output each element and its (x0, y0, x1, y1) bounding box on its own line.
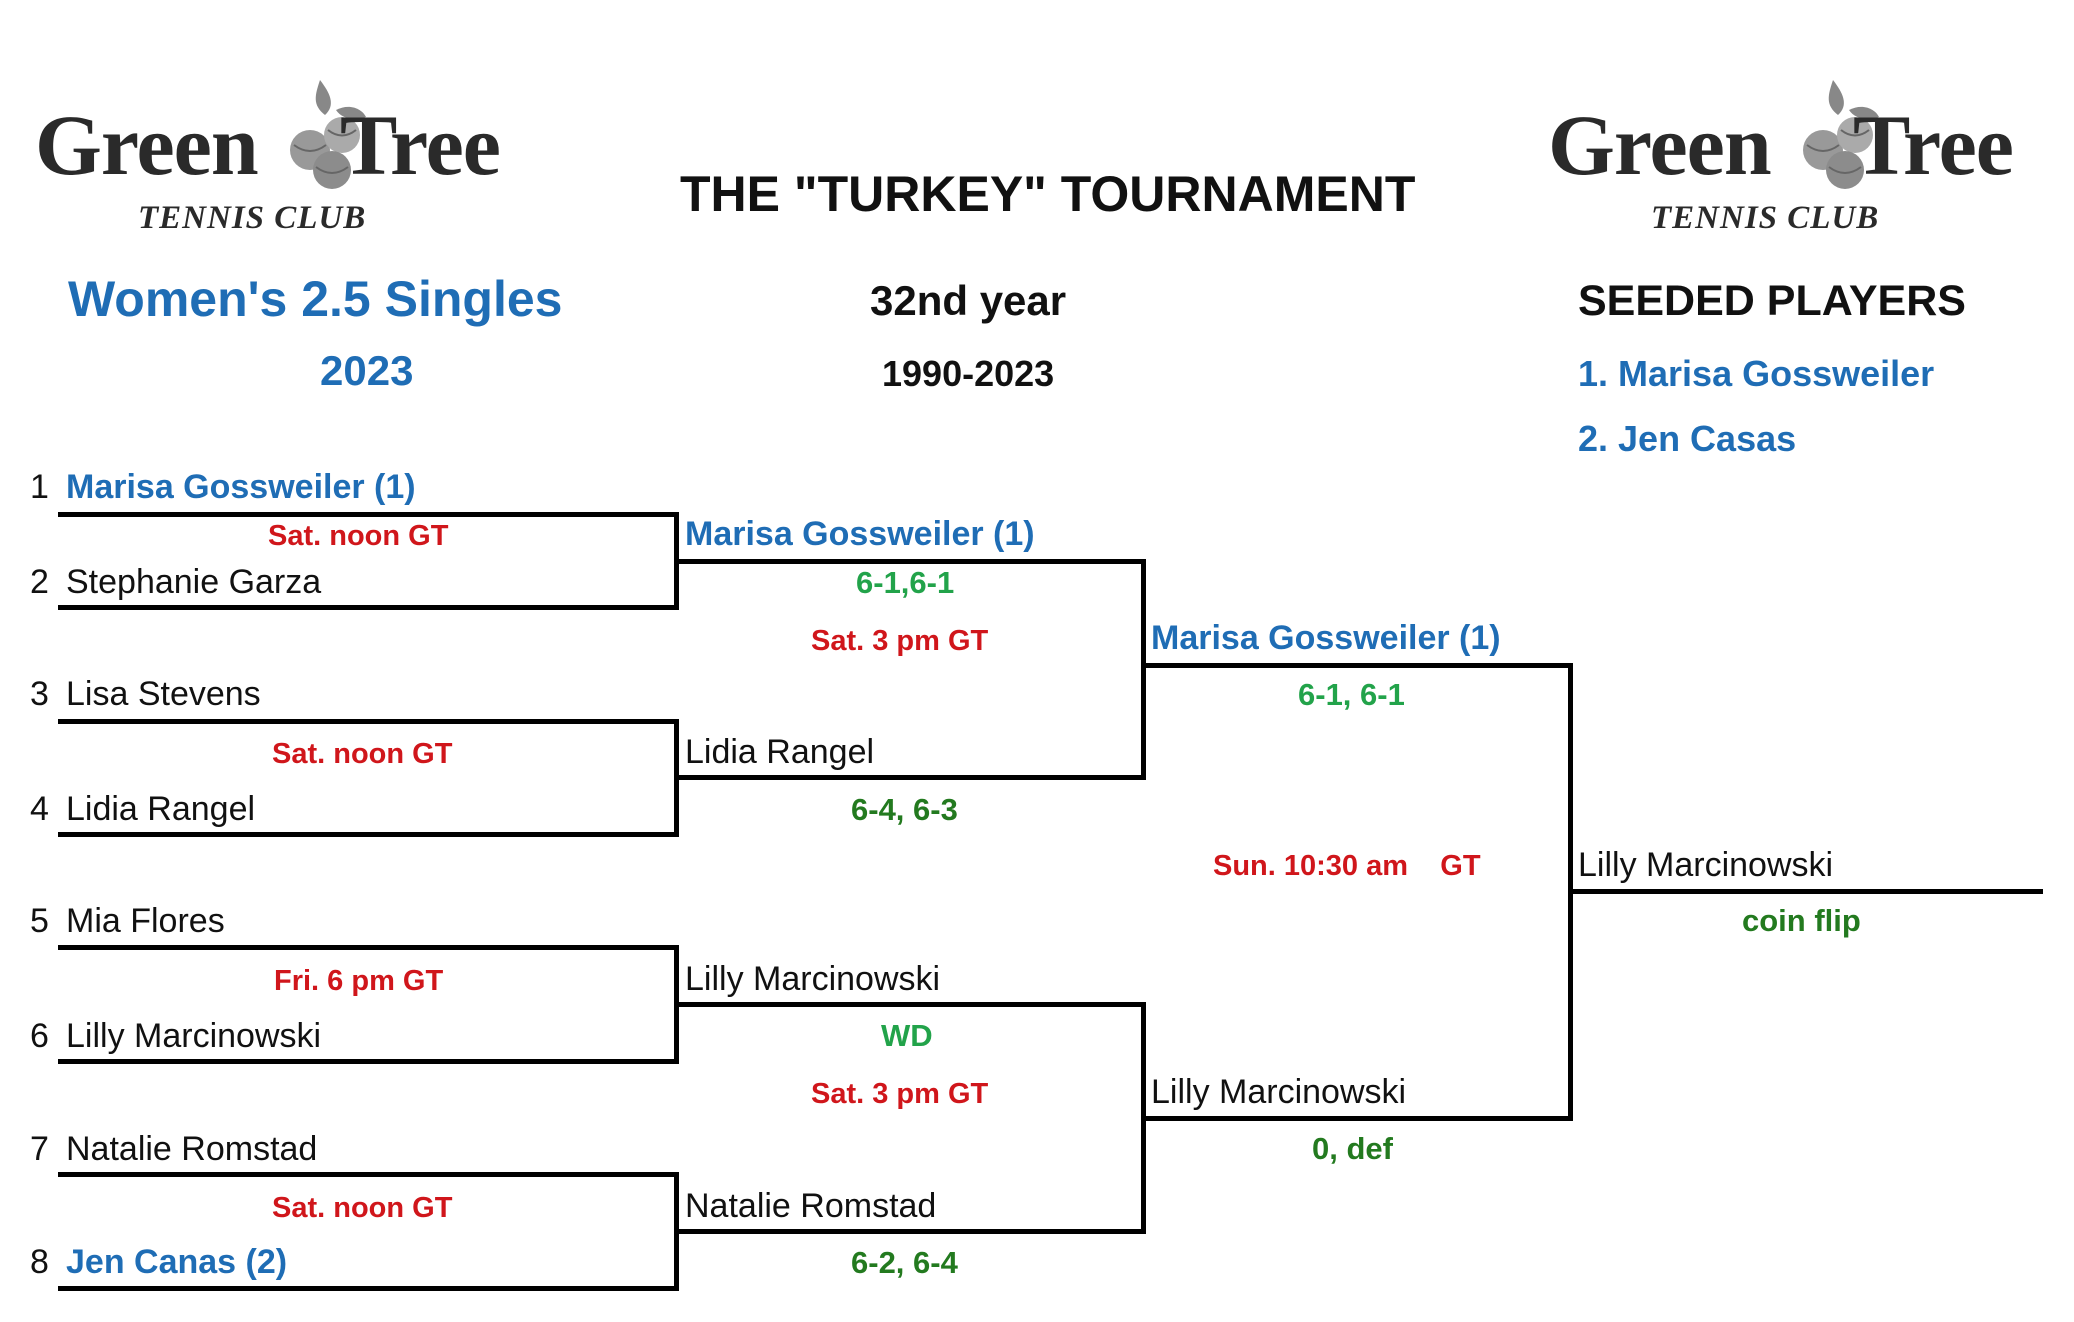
round1-player: Natalie Romstad (66, 1130, 318, 1168)
draw-number: 2 (30, 563, 49, 601)
year-label: 32nd year (870, 277, 1067, 324)
match-schedule: Sat. 3 pm GT (811, 625, 989, 657)
logo-subtitle: TENNIS CLUB (138, 200, 367, 236)
match-schedule: Fri. 6 pm GT (274, 965, 444, 997)
match-schedule: Sun. 10:30 am GT (1213, 850, 1481, 882)
bracket-line (676, 1002, 1146, 1007)
bracket-line (58, 945, 678, 950)
logo-word-green: Green (35, 97, 259, 193)
round1-player: Lisa Stevens (66, 675, 261, 713)
round1-player: Lidia Rangel (66, 790, 256, 828)
bracket-line (1143, 663, 1573, 668)
bracket-line (1143, 1116, 1573, 1121)
round1-player: Jen Canas (2) (66, 1243, 288, 1281)
draw-number: 7 (30, 1130, 49, 1168)
bracket-line (58, 1172, 678, 1177)
round3-player: Marisa Gossweiler (1) (1151, 619, 1501, 657)
division-title: Women's 2.5 Singles (68, 271, 563, 327)
round2-player: Natalie Romstad (685, 1187, 937, 1225)
years-range: 1990-2023 (882, 353, 1055, 394)
bracket-line (676, 775, 1146, 780)
tennis-ball-tree-icon (1803, 80, 1879, 189)
round1-player: Stephanie Garza (66, 563, 322, 601)
match-schedule: Sat. noon GT (272, 1192, 453, 1224)
round1-player: Lilly Marcinowski (66, 1017, 322, 1055)
round1-player: Mia Flores (66, 902, 225, 940)
match-score: WD (881, 1018, 933, 1053)
match-score: 0, def (1312, 1131, 1393, 1166)
round3-player: Lilly Marcinowski (1151, 1073, 1407, 1111)
bracket-line (58, 605, 678, 610)
match-score: 6-1,6-1 (856, 565, 955, 600)
round2-player: Lilly Marcinowski (685, 960, 941, 998)
tournament-title: THE "TURKEY" TOURNAMENT (680, 166, 1416, 222)
bracket-line (58, 1286, 678, 1291)
match-score: 6-2, 6-4 (851, 1245, 958, 1280)
match-score: 6-4, 6-3 (851, 792, 958, 827)
bracket-line (58, 832, 678, 837)
bracket-line (1141, 559, 1146, 780)
logo-left: Green Tree TENNIS CLUB (35, 75, 505, 255)
logo-word-tree: Tree (1853, 97, 2014, 193)
match-schedule: Sat. 3 pm GT (811, 1078, 989, 1110)
match-score: 6-1, 6-1 (1298, 677, 1405, 712)
draw-number: 6 (30, 1017, 49, 1055)
bracket-line (676, 1229, 1146, 1234)
logo-word-tree: Tree (340, 97, 501, 193)
logo-subtitle: TENNIS CLUB (1651, 200, 1880, 236)
logo-word-green: Green (1548, 97, 1772, 193)
round2-player: Lidia Rangel (685, 733, 875, 771)
round2-player: Marisa Gossweiler (1) (685, 515, 1035, 553)
draw-number: 8 (30, 1243, 49, 1281)
bracket-line (676, 559, 1146, 564)
bracket-line (58, 1059, 678, 1064)
bracket-line (58, 719, 678, 724)
draw-number: 4 (30, 790, 49, 828)
bracket-line (1568, 889, 2043, 894)
logo-right: Green Tree TENNIS CLUB (1548, 75, 2018, 255)
seeded-player-1: 1. Marisa Gossweiler (1578, 353, 1935, 394)
division-year: 2023 (320, 347, 414, 394)
seeded-player-2: 2. Jen Casas (1578, 418, 1797, 459)
draw-number: 3 (30, 675, 49, 713)
final-result: coin flip (1742, 903, 1861, 938)
draw-number: 5 (30, 902, 49, 940)
match-schedule: Sat. noon GT (272, 738, 453, 770)
final-player: Lilly Marcinowski (1578, 846, 1834, 884)
round1-player: Marisa Gossweiler (1) (66, 468, 416, 506)
tennis-ball-tree-icon (290, 80, 366, 189)
match-schedule: Sat. noon GT (268, 520, 449, 552)
seeded-heading: SEEDED PLAYERS (1578, 277, 1966, 325)
bracket-line (58, 512, 678, 517)
draw-number: 1 (30, 468, 49, 506)
